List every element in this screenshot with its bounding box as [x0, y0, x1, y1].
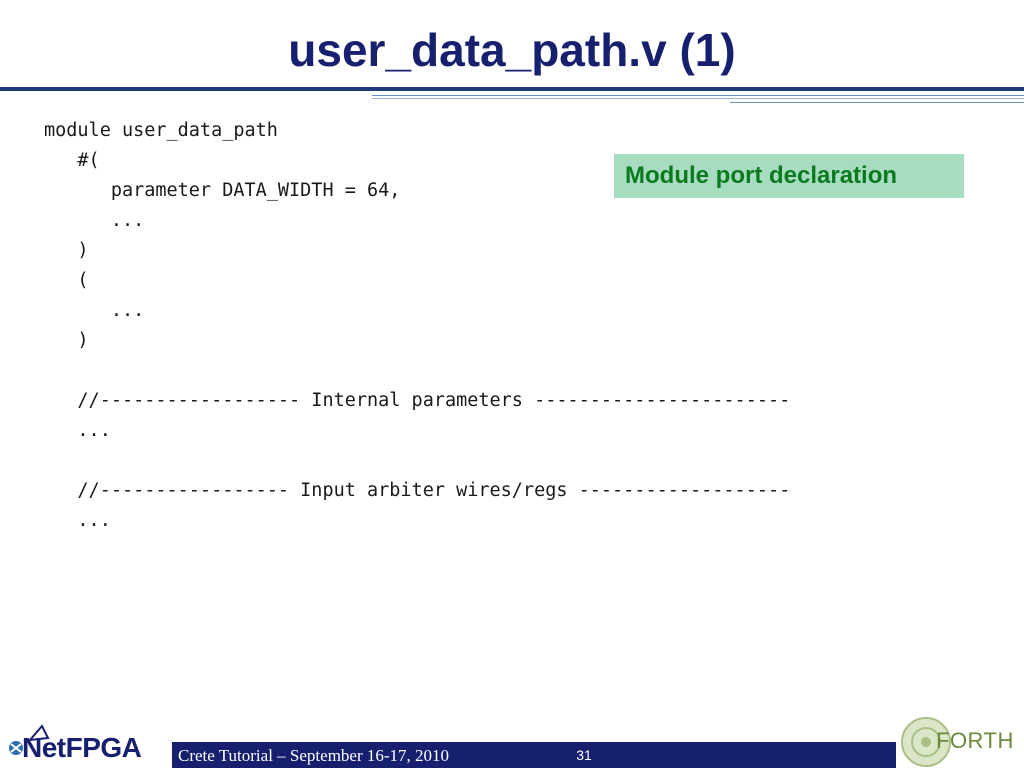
- code-line: //----------------- Input arbiter wires/…: [44, 480, 791, 501]
- code-line: ): [44, 330, 89, 351]
- footer-bar: [172, 742, 896, 768]
- forth-logo-text: FORTH: [936, 728, 1014, 753]
- code-line: ...: [44, 510, 111, 531]
- title-divider-thin: [372, 98, 1024, 99]
- code-line: [44, 446, 984, 476]
- code-line: #(: [44, 150, 100, 171]
- page-number: 31: [576, 747, 592, 763]
- code-line: module user_data_path: [44, 120, 278, 141]
- code-line: ...: [44, 300, 145, 321]
- code-block: module user_data_path #( parameter DATA_…: [44, 116, 984, 536]
- netfpga-logo-icon: [9, 724, 50, 755]
- title-divider-thin: [730, 102, 1024, 103]
- netfpga-logo-text: NetFPGA: [22, 732, 142, 763]
- forth-logo-icon: [901, 717, 951, 767]
- code-line: ): [44, 240, 89, 261]
- code-line: (: [44, 270, 89, 291]
- footer-text: Crete Tutorial – September 16-17, 2010: [178, 746, 450, 765]
- title-divider-thin: [372, 95, 1024, 96]
- code-line: [44, 356, 984, 386]
- code-line: //------------------ Internal parameters…: [44, 390, 791, 411]
- code-line: parameter DATA_WIDTH = 64,: [44, 180, 401, 201]
- callout-label: Module port declaration: [614, 154, 964, 198]
- code-line: ...: [44, 210, 145, 231]
- title-divider: [0, 87, 1024, 91]
- slide-title: user_data_path.v (1): [288, 24, 736, 76]
- code-line: ...: [44, 420, 111, 441]
